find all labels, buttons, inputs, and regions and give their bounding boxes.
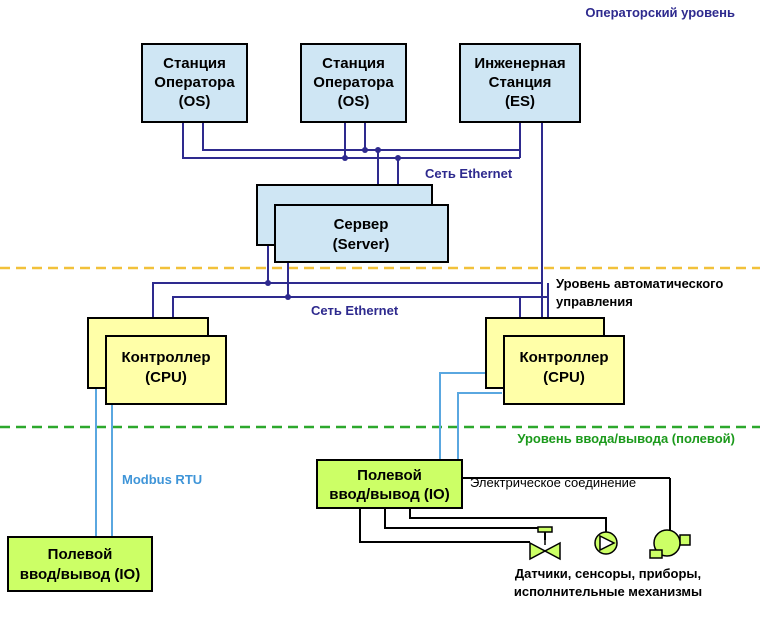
valve-icon <box>529 526 561 561</box>
io-right-line-2: ввод/вывод (IO) <box>329 486 449 503</box>
motor-icon <box>649 529 691 559</box>
station-3-line-1: Инженерная <box>474 55 565 72</box>
devices-caption-line-2: исполнительные механизмы <box>514 584 702 599</box>
station-3-line-3: (ES) <box>505 93 535 110</box>
controller-left[interactable]: Контроллер (CPU) <box>87 317 227 405</box>
controller-left-line-1: Контроллер <box>121 349 210 366</box>
ethernet-top-label: Сеть Ethernet <box>425 166 513 181</box>
electric-connections <box>359 477 671 543</box>
io-left-line-2: ввод/вывод (IO) <box>20 566 140 583</box>
operator-level-label: Операторский уровень <box>585 5 735 20</box>
io-right-line-1: Полевой <box>357 467 422 484</box>
pump-icon <box>594 531 618 555</box>
controller-right-line-2: (CPU) <box>543 369 585 386</box>
automation-level-line-1: Уровень автоматического <box>556 276 723 291</box>
svg-text:Контроллер(CPU): Контроллер (CPU) <box>121 349 210 386</box>
station-3-line-2: Станция <box>489 74 552 91</box>
svg-text:Контроллер(CPU): Контроллер (CPU) <box>519 349 608 386</box>
modbus-link-left <box>95 388 113 537</box>
ethernet-mid-label: Сеть Ethernet <box>311 303 399 318</box>
field-level-label: Уровень ввода/вывода (полевой) <box>517 431 735 446</box>
ethernet-top-junctions <box>342 147 401 161</box>
io-module-right[interactable]: Полевой ввод/вывод (IO) <box>316 459 463 509</box>
station-2-line-1: Станция <box>322 55 385 72</box>
devices-caption: Датчики, сенсоры, приборы, исполнительные… <box>514 566 702 599</box>
server[interactable]: Сервер (Server) <box>256 184 449 263</box>
controller-io-link-right <box>439 372 502 460</box>
station-1-line-2: Оператора <box>154 74 235 91</box>
devices-caption-line-1: Датчики, сенсоры, приборы, <box>515 566 701 581</box>
modbus-label: Modbus RTU <box>122 472 202 487</box>
io-module-left[interactable]: Полевой ввод/вывод (IO) <box>7 536 153 592</box>
controller-right-line-1: Контроллер <box>519 349 608 366</box>
ethernet-top-network <box>182 122 543 283</box>
electric-connection-label: Электрическое соединение <box>470 475 636 490</box>
station-2-line-2: Оператора <box>313 74 394 91</box>
station-1-line-3: (OS) <box>179 93 211 110</box>
ethernet-mid-junctions <box>265 280 291 300</box>
automation-level-line-2: управления <box>556 294 633 309</box>
io-left-line-1: Полевой <box>48 546 113 563</box>
station-2-line-3: (OS) <box>338 93 370 110</box>
automation-level-label: Уровень автоматического управления <box>556 276 723 309</box>
controller-left-line-2: (CPU) <box>145 369 187 386</box>
svg-text:Сервер(Server): Сервер (Server) <box>333 216 390 253</box>
controller-right[interactable]: Контроллер (CPU) <box>485 317 625 405</box>
station-1-line-1: Станция <box>163 55 226 72</box>
server-line-1: Сервер <box>334 216 389 233</box>
server-line-2: (Server) <box>333 236 390 253</box>
